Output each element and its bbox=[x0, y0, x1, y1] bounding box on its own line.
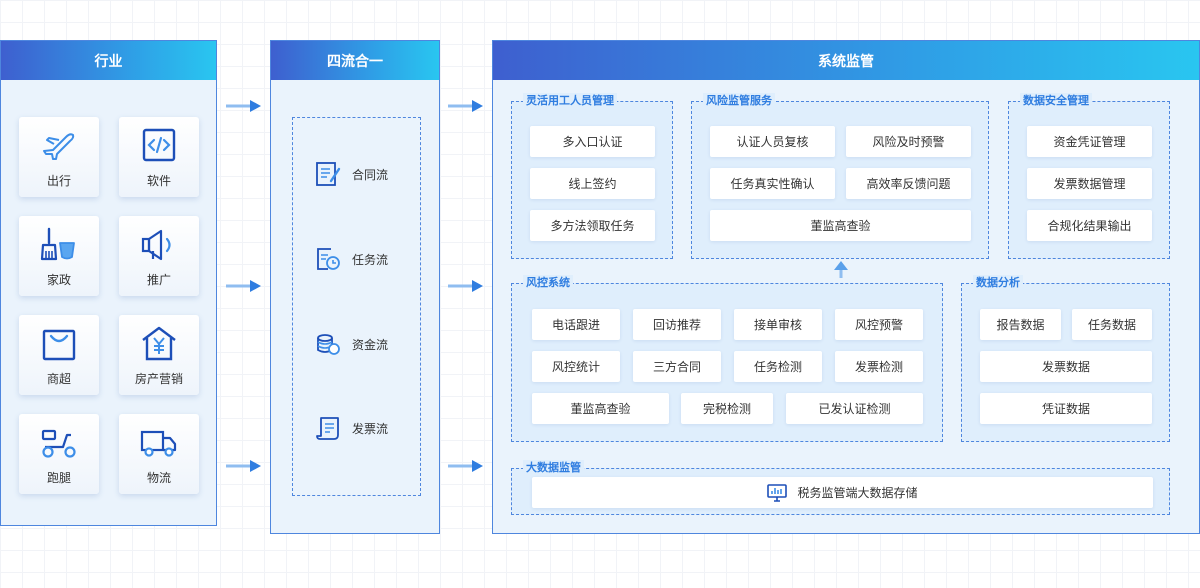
flows-list: 合同流 任务流 资金流 发票流 bbox=[292, 117, 421, 496]
group-title: 灵活用工人员管理 bbox=[523, 93, 617, 109]
group-title: 风险监管服务 bbox=[703, 93, 775, 109]
truck-icon bbox=[140, 430, 177, 457]
house-yen-icon bbox=[142, 326, 176, 360]
industry-label: 出行 bbox=[46, 173, 71, 188]
chip: 多方法领取任务 bbox=[530, 210, 655, 241]
chip: 报告数据 bbox=[980, 309, 1061, 340]
chip: 发票数据 bbox=[980, 351, 1152, 382]
arrow-right-icon bbox=[226, 280, 261, 292]
flow-label: 任务流 bbox=[352, 252, 389, 267]
monitor-chart-icon bbox=[767, 483, 788, 502]
chip: 完税检测 bbox=[681, 393, 773, 424]
industry-card-logistics: 物流 bbox=[119, 414, 199, 494]
invoice-icon bbox=[316, 417, 339, 440]
industry-card-supermarket: 商超 bbox=[19, 315, 99, 395]
industry-card-housekeeping: 家政 bbox=[19, 216, 99, 296]
flow-item-task: 任务流 bbox=[315, 246, 388, 272]
industry-card-travel: 出行 bbox=[19, 117, 99, 197]
contract-icon bbox=[316, 162, 341, 186]
industry-label: 物流 bbox=[146, 470, 171, 485]
industry-label: 推广 bbox=[146, 272, 171, 287]
chip: 风控预警 bbox=[835, 309, 923, 340]
big-data-label: 税务监管端大数据存储 bbox=[797, 486, 918, 500]
supervision-panel: 系统监管 灵活用工人员管理 多入口认证 线上签约 多方法领取任务 风险监管服务 … bbox=[492, 40, 1200, 534]
flow-label: 发票流 bbox=[352, 421, 389, 436]
arrow-right-icon bbox=[226, 100, 261, 112]
industry-panel-title: 行业 bbox=[1, 41, 216, 80]
group-risk-control-system: 风控系统 电话跟进 回访推荐 接单审核 风控预警 风控统计 三方合同 任务检测 … bbox=[511, 275, 943, 442]
industry-card-promotion: 推广 bbox=[119, 216, 199, 296]
chip: 高效率反馈问题 bbox=[846, 168, 971, 199]
chip: 发票检测 bbox=[835, 351, 923, 382]
chip: 多入口认证 bbox=[530, 126, 655, 157]
flows-panel-title: 四流合一 bbox=[271, 41, 439, 80]
arrow-right-icon bbox=[448, 100, 483, 112]
group-data-security: 数据安全管理 资金凭证管理 发票数据管理 合规化结果输出 bbox=[1008, 93, 1170, 259]
chip: 任务数据 bbox=[1072, 309, 1152, 340]
chip: 风险及时预警 bbox=[846, 126, 971, 157]
group-data-analysis: 数据分析 报告数据 任务数据 发票数据 凭证数据 bbox=[961, 275, 1170, 442]
shopping-bag-icon bbox=[42, 329, 76, 360]
chip: 风控统计 bbox=[532, 351, 620, 382]
industry-card-software: 软件 bbox=[119, 117, 199, 197]
task-clock-icon bbox=[317, 248, 340, 270]
industry-card-errand: 跑腿 bbox=[19, 414, 99, 494]
chip: 三方合同 bbox=[633, 351, 721, 382]
flow-item-invoice: 发票流 bbox=[315, 415, 388, 441]
chip: 认证人员复核 bbox=[710, 126, 835, 157]
flow-item-contract: 合同流 bbox=[315, 161, 388, 187]
code-icon bbox=[142, 128, 176, 161]
arrow-up-icon bbox=[834, 261, 848, 278]
group-title: 大数据监管 bbox=[523, 460, 584, 476]
group-flexible-workforce: 灵活用工人员管理 多入口认证 线上签约 多方法领取任务 bbox=[511, 93, 673, 259]
chip: 凭证数据 bbox=[980, 393, 1152, 424]
chip: 任务检测 bbox=[734, 351, 822, 382]
chip: 线上签约 bbox=[530, 168, 655, 199]
broom-bucket-icon bbox=[40, 227, 75, 260]
arrow-right-icon bbox=[226, 460, 261, 472]
industry-panel: 行业 出行 软件 家政 推广 bbox=[0, 40, 217, 526]
chip: 董监高查验 bbox=[710, 210, 971, 241]
flow-label: 资金流 bbox=[352, 337, 389, 352]
megaphone-icon bbox=[141, 229, 171, 260]
chip: 发票数据管理 bbox=[1027, 168, 1152, 199]
chip: 已发认证检测 bbox=[786, 393, 923, 424]
chip: 回访推荐 bbox=[633, 309, 721, 340]
group-title: 数据安全管理 bbox=[1020, 93, 1092, 109]
group-risk-service: 风险监管服务 认证人员复核 风险及时预警 任务真实性确认 高效率反馈问题 董监高… bbox=[691, 93, 989, 259]
chip: 董监高查验 bbox=[532, 393, 669, 424]
supervision-panel-title: 系统监管 bbox=[493, 41, 1199, 80]
flow-label: 合同流 bbox=[352, 167, 389, 182]
group-big-data: 大数据监管 税务监管端大数据存储 bbox=[511, 460, 1170, 515]
industry-label: 商超 bbox=[46, 371, 71, 386]
big-data-chip: 税务监管端大数据存储 bbox=[532, 477, 1153, 508]
arrow-right-icon bbox=[448, 280, 483, 292]
chip: 资金凭证管理 bbox=[1027, 126, 1152, 157]
industry-label: 跑腿 bbox=[46, 470, 71, 485]
chip: 任务真实性确认 bbox=[710, 168, 835, 199]
industry-label: 家政 bbox=[46, 272, 71, 287]
group-title: 数据分析 bbox=[973, 275, 1023, 291]
chip: 合规化结果输出 bbox=[1027, 210, 1152, 241]
flow-item-fund: 资金流 bbox=[315, 331, 388, 357]
scooter-icon bbox=[41, 429, 76, 458]
group-title: 风控系统 bbox=[523, 275, 573, 291]
industry-label: 软件 bbox=[146, 173, 171, 188]
airplane-icon bbox=[43, 132, 75, 160]
industry-label: 房产营销 bbox=[134, 371, 183, 386]
arrow-right-icon bbox=[448, 460, 483, 472]
industry-card-real-estate: 房产营销 bbox=[119, 315, 199, 395]
flows-panel: 四流合一 合同流 任务流 bbox=[270, 40, 440, 534]
chip: 接单审核 bbox=[734, 309, 822, 340]
chip: 电话跟进 bbox=[532, 309, 620, 340]
coins-icon bbox=[317, 334, 340, 355]
